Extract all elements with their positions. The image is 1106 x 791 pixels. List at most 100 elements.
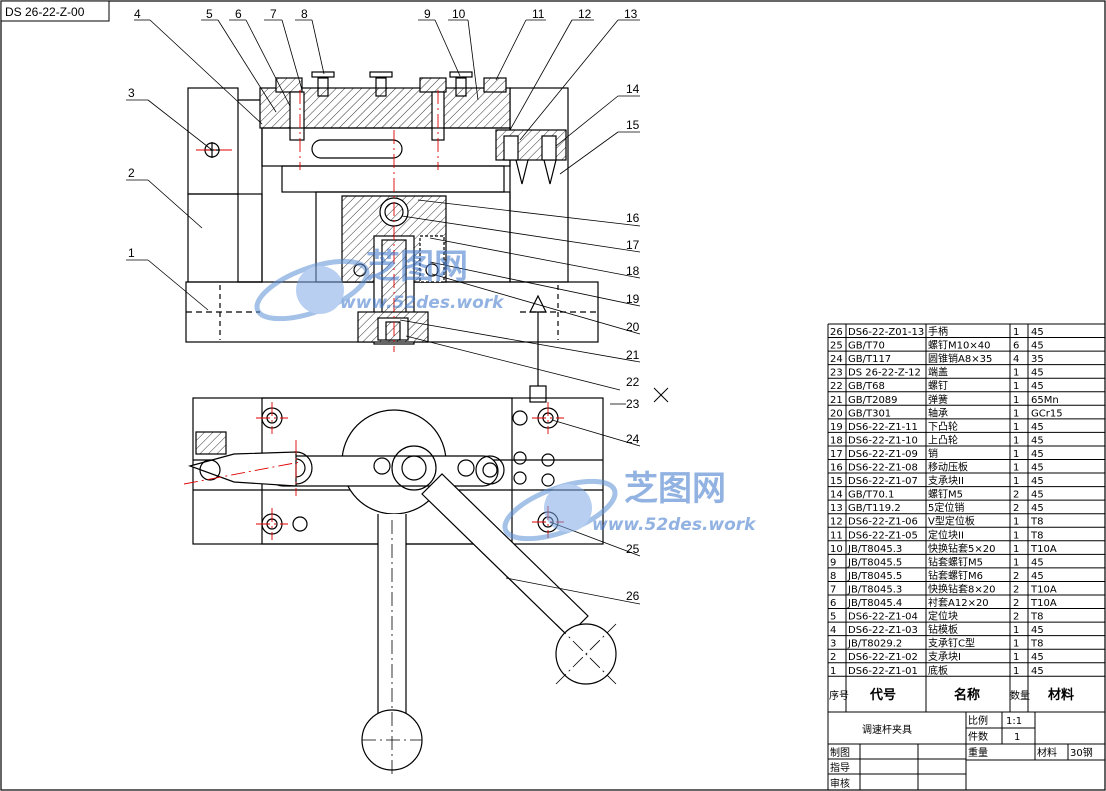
- scale-value: 1:1: [1006, 716, 1022, 727]
- bom-row-no: 16: [830, 463, 843, 474]
- bom-row-no: 5: [830, 612, 836, 623]
- callout-3: 3: [128, 86, 135, 100]
- bom-row-qty: 1: [1013, 408, 1019, 419]
- callout-25: 25: [626, 542, 640, 556]
- bom-row-name: 钻模板: [928, 623, 958, 636]
- bom-row-name: 支承钉C型: [928, 637, 975, 650]
- bom-row-name: 定位块II: [928, 528, 964, 541]
- watermark-brand-2: 芝图网: [624, 469, 726, 509]
- callout-5: 5: [206, 7, 213, 21]
- bom-row-mat: 65Mn: [1031, 395, 1059, 406]
- bom-row-qty: 1: [1013, 544, 1019, 555]
- drawing-code-tag: DS 26-22-Z-00: [0, 0, 110, 22]
- bom-row-name: 钻套螺钉M5: [928, 555, 983, 568]
- title-block: [827, 711, 1106, 791]
- bom-row-code: JB/T8045.5: [847, 557, 902, 568]
- bom-row-no: 20: [830, 408, 843, 419]
- bom-row-code: JB/T8045.3: [847, 544, 902, 555]
- bom-row-qty: 1: [1013, 625, 1019, 636]
- bom-row-code: JB/T8029.2: [847, 639, 902, 650]
- bom-row-mat: 45: [1031, 327, 1044, 338]
- bom-row-mat: 45: [1031, 476, 1044, 487]
- bom-row-name: 销: [928, 447, 938, 460]
- bom-row-name: 支承块I: [928, 651, 961, 663]
- callout-1: 1: [128, 246, 135, 260]
- bom-row-mat: T10A: [1030, 544, 1057, 555]
- callout-13: 13: [624, 7, 638, 21]
- bom-row-code: DS6-22-Z1-09: [848, 449, 918, 460]
- bom-row-qty: 1: [1013, 449, 1019, 460]
- bom-row-name: 端盖: [928, 366, 948, 379]
- bom-row-code: DS6-22-Z1-05: [848, 530, 918, 541]
- callout-4: 4: [134, 7, 141, 21]
- bom-row-mat: 35: [1031, 354, 1044, 365]
- weight-label: 重量: [968, 746, 988, 759]
- bom-row-name: 快换钻套5×20: [928, 542, 995, 555]
- bom-row-code: DS6-22-Z1-07: [848, 476, 918, 487]
- material-label: 材料: [1037, 746, 1057, 759]
- bom-row-mat: T10A: [1030, 598, 1057, 609]
- bom-row-qty: 2: [1013, 584, 1019, 595]
- bom-row-mat: 45: [1031, 341, 1044, 352]
- bom-row-name: 上凸轮: [928, 433, 958, 446]
- bom-header-code: 代号: [869, 687, 896, 703]
- bom-row-no: 7: [830, 584, 836, 595]
- bom-row-no: 2: [830, 652, 836, 663]
- bom-row-mat: 45: [1031, 422, 1044, 433]
- bom-row-code: GB/T301: [848, 408, 891, 419]
- bom-row-qty: 1: [1013, 530, 1019, 541]
- bom-row-name: 移动压板: [928, 461, 968, 474]
- bom-row-mat: 45: [1031, 652, 1044, 663]
- bom-row-qty: 1: [1013, 517, 1019, 528]
- bom-row-no: 6: [830, 598, 836, 609]
- bom-row-mat: 45: [1031, 557, 1044, 568]
- bom-row-qty: 1: [1013, 652, 1019, 663]
- bom-row-qty: 2: [1013, 571, 1019, 582]
- bom-row-name: V型定位板: [928, 515, 975, 528]
- bom-row-qty: 1: [1013, 327, 1019, 338]
- front-centerlines: [196, 90, 439, 352]
- callout-17: 17: [626, 238, 640, 252]
- callout-6: 6: [235, 7, 242, 21]
- bom-row-no: 12: [830, 517, 843, 528]
- bom-row-qty: 1: [1013, 381, 1019, 392]
- bom-row-qty: 1: [1013, 422, 1019, 433]
- bom-row-mat: T8: [1030, 612, 1043, 623]
- bom-row-no: 1: [830, 666, 836, 677]
- bom-row-qty: 2: [1013, 598, 1019, 609]
- count-value: 1: [1014, 732, 1020, 743]
- callout-2: 2: [128, 166, 135, 180]
- section-mark: [653, 387, 669, 403]
- bom-row-qty: 6: [1013, 341, 1019, 352]
- drawing-code: DS 26-22-Z-00: [5, 5, 85, 19]
- title-block-text: 调速杆夹具 比例 1:1 件数 1 重量 材料 30钢 制图 指导 审核: [830, 714, 1093, 790]
- bom-row-code: GB/T2089: [848, 395, 898, 406]
- bom-row-no: 25: [830, 341, 843, 352]
- bom-row-code: GB/T70: [848, 341, 885, 352]
- callout-15: 15: [626, 118, 640, 132]
- bom-row-name: 支承块II: [928, 475, 964, 487]
- callout-22: 22: [626, 375, 640, 389]
- bom-row-name: 螺钉M5: [928, 489, 963, 501]
- bom-row-name: 下凸轮: [928, 420, 958, 433]
- bom-row-code: DS6-22-Z1-01: [848, 666, 918, 677]
- bom-row-code: JB/T8045.5: [847, 571, 902, 582]
- bom-row-code: DS6-22-Z1-02: [848, 652, 918, 663]
- bom-row-name: 轴承: [928, 406, 948, 419]
- callout-23: 23: [626, 397, 640, 411]
- bom-row-mat: 45: [1031, 381, 1044, 392]
- callout-10: 10: [452, 7, 466, 21]
- bom-row-code: DS6-22-Z1-04: [848, 612, 918, 623]
- callout-24: 24: [626, 432, 640, 446]
- bom-row-no: 4: [830, 625, 836, 636]
- bom-row-mat: 45: [1031, 571, 1044, 582]
- bom-row-name: 螺钉: [928, 380, 948, 392]
- guide-label: 指导: [830, 761, 850, 774]
- drawing-title: 调速杆夹具: [862, 723, 912, 736]
- drawn-label: 制图: [830, 746, 850, 759]
- bom-row-mat: T8: [1030, 530, 1043, 541]
- bom-row-no: 21: [830, 395, 843, 406]
- handle-centerlines: [362, 520, 617, 775]
- bom-row-mat: 45: [1031, 368, 1044, 379]
